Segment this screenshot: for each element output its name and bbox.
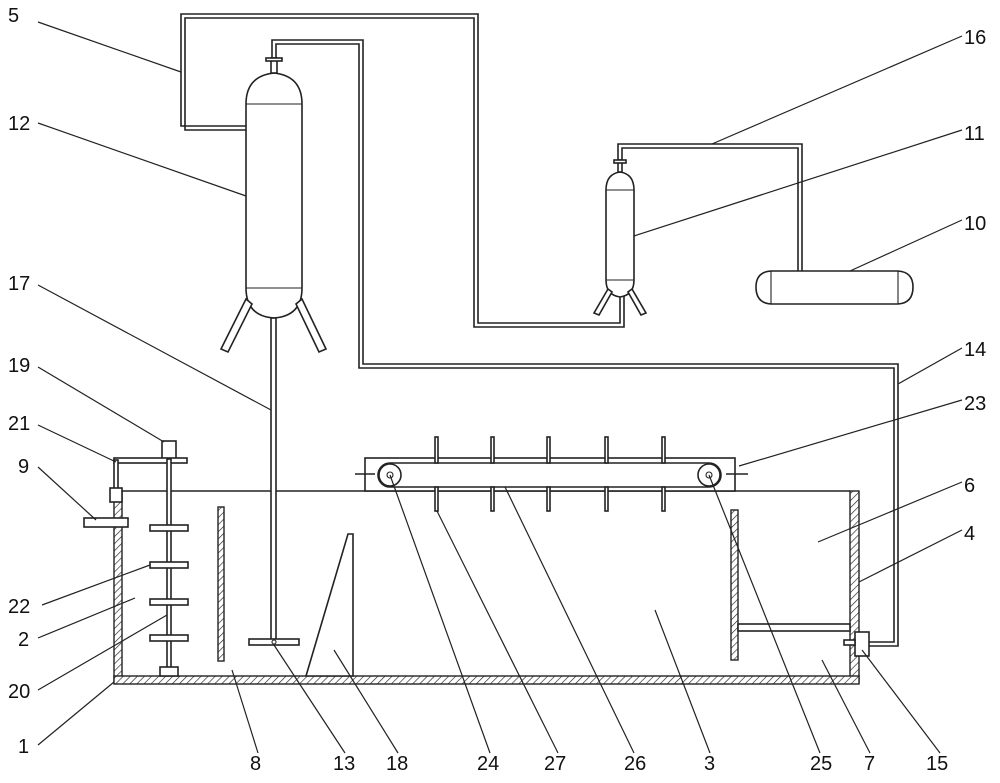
vessel-leg-left [219, 297, 253, 354]
stirrer-blade [149, 634, 189, 642]
horizontal-tank [755, 270, 914, 305]
horizontal-tank-body [755, 270, 914, 305]
label-16: 16 [964, 27, 986, 49]
stirrer-blade [149, 561, 189, 569]
label-20: 20 [8, 681, 30, 703]
label-11: 11 [964, 123, 985, 145]
label-27: 27 [544, 753, 566, 775]
label-10: 10 [964, 213, 986, 235]
pipe-14 [271, 39, 899, 647]
conveyor [355, 436, 748, 512]
label-9: 9 [18, 456, 29, 478]
label-5: 5 [8, 5, 19, 27]
conveyor-belt [377, 462, 722, 488]
small-vessel-body [605, 171, 635, 298]
label-14: 14 [964, 339, 986, 361]
label-19: 19 [8, 355, 30, 377]
stirrer-blade [149, 524, 189, 532]
label-21: 21 [8, 413, 30, 435]
pipe-16 [617, 143, 803, 271]
large-vessel-body [245, 72, 303, 319]
bracket-post [113, 459, 119, 491]
small-vessel-leg-right [626, 287, 648, 317]
label-2: 2 [18, 629, 29, 651]
label-22: 22 [8, 596, 30, 618]
small-vessel-leg-left [592, 287, 614, 317]
label-7: 7 [864, 753, 875, 775]
small-vessel [592, 159, 648, 317]
inlet-pipe [83, 517, 129, 528]
pipe-5 [180, 13, 625, 328]
label-24: 24 [477, 753, 499, 775]
label-17: 17 [8, 273, 30, 295]
motor-bracket [113, 457, 188, 464]
label-23: 23 [964, 393, 986, 415]
partitions [217, 506, 851, 677]
label-1: 1 [18, 736, 29, 758]
label-15: 15 [926, 753, 948, 775]
label-12: 12 [8, 113, 30, 135]
pump-body [854, 631, 870, 657]
label-3: 3 [704, 753, 715, 775]
stirrer-blade [149, 598, 189, 606]
leader-lines [37, 21, 963, 754]
scraper-blades [434, 436, 666, 512]
right-baffle [730, 509, 739, 661]
callout-labels: 5 12 17 19 21 9 22 2 20 1 8 13 18 24 27 … [8, 5, 986, 775]
label-4: 4 [964, 523, 975, 545]
left-baffle [217, 506, 225, 662]
stirrer-motor [161, 440, 177, 460]
tank-bottom-wall [113, 675, 860, 685]
aeration-pipe [248, 317, 300, 646]
large-vessel [219, 57, 328, 354]
label-25: 25 [810, 753, 832, 775]
vessel-leg-right [295, 297, 328, 354]
tank [113, 490, 860, 685]
inclined-plate [304, 533, 354, 677]
label-6: 6 [964, 475, 975, 497]
label-8: 8 [250, 753, 261, 775]
shaft-bearing [159, 666, 179, 677]
label-26: 26 [624, 753, 646, 775]
pump [843, 631, 870, 657]
stirrer-unit [83, 440, 189, 677]
label-18: 18 [386, 753, 408, 775]
label-13: 13 [333, 753, 355, 775]
overflow-plate [737, 623, 851, 632]
pipe-17 [270, 317, 277, 641]
bracket-clamp [109, 487, 123, 503]
